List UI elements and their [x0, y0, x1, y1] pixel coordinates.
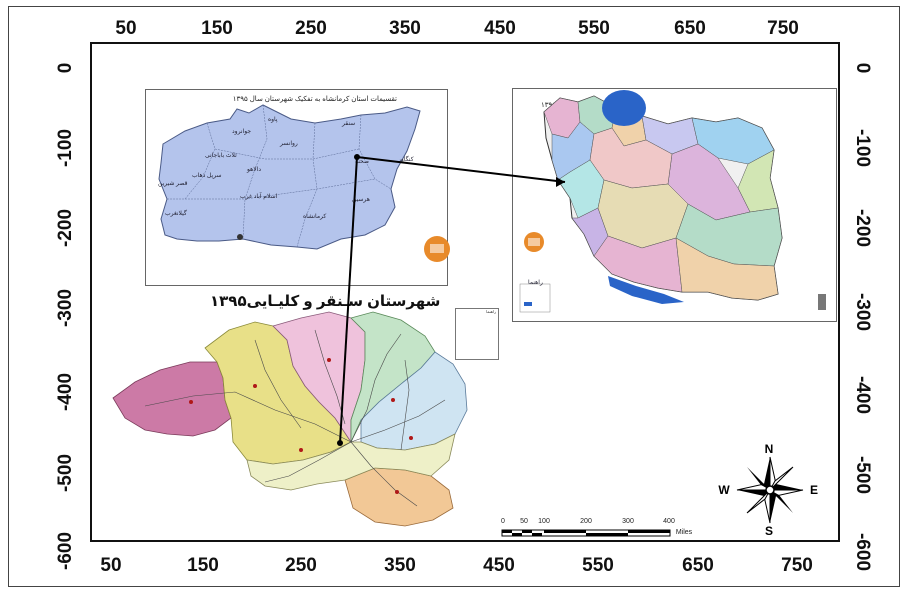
- scale-bar-segment: [544, 530, 586, 533]
- settlement-marker: [327, 358, 331, 362]
- place-label: روانسر: [280, 141, 298, 147]
- road: [350, 333, 402, 443]
- county-legend: راهنما: [455, 308, 499, 360]
- place-label: سنقر: [342, 121, 356, 127]
- x-tick-top: 450: [484, 18, 516, 39]
- connector-line: [339, 156, 358, 444]
- compass-south-label: S: [764, 524, 774, 538]
- scale-label: 400: [663, 518, 675, 525]
- compass-east-label: E: [809, 483, 819, 497]
- x-tick-top: 150: [201, 18, 233, 39]
- iran-logo: [528, 238, 540, 246]
- persian-gulf: [608, 276, 684, 304]
- iran-legend-swatch: [524, 302, 532, 306]
- road: [144, 391, 352, 443]
- place-label: اسلام آباد غرب: [240, 194, 278, 200]
- county-boundary: [214, 148, 360, 160]
- place-label: صحنه: [355, 159, 369, 165]
- x-tick-bottom: 450: [483, 555, 515, 576]
- x-tick-bottom: 50: [100, 555, 122, 576]
- road: [264, 441, 352, 483]
- county-boundary: [242, 104, 268, 240]
- scale-bar-segment: [586, 533, 628, 536]
- scale-bar-segment: [502, 530, 512, 533]
- x-tick-top: 350: [389, 18, 421, 39]
- x-tick-top: 550: [578, 18, 610, 39]
- place-label: هرسین: [352, 197, 370, 203]
- county-boundary: [358, 114, 392, 190]
- iran-map: [519, 90, 826, 313]
- place-label: سرپل ذهاب: [192, 173, 222, 179]
- iran-legend: [519, 283, 551, 313]
- road: [350, 399, 446, 443]
- county-map: [112, 311, 468, 527]
- province-map: [158, 104, 450, 262]
- scale-unit: Miles: [675, 529, 693, 536]
- road: [350, 441, 418, 507]
- province-logo: [430, 244, 444, 253]
- county-district: [246, 433, 456, 491]
- county-legend-title: راهنما: [486, 309, 496, 314]
- x-tick-bottom: 650: [682, 555, 714, 576]
- x-tick-bottom: 550: [582, 555, 614, 576]
- scale-label: 100: [538, 518, 550, 525]
- county-boundary: [167, 122, 216, 200]
- x-tick-top: 750: [767, 18, 799, 39]
- scale-label: 50: [520, 518, 528, 525]
- compass-west-label: W: [718, 483, 730, 497]
- scale-bar-segment: [532, 533, 542, 536]
- settlement-marker: [409, 436, 413, 440]
- scale-label: 200: [580, 518, 592, 525]
- county-boundary: [185, 178, 376, 200]
- settlement-marker: [395, 490, 399, 494]
- connector-node: [337, 440, 343, 446]
- place-label: قصر شیرین: [158, 181, 188, 187]
- place-label: دالاهو: [247, 167, 262, 173]
- road: [400, 359, 410, 451]
- scale-bar-segment: [522, 530, 532, 533]
- scale-bar: [501, 529, 671, 537]
- compass-rose-icon: [736, 456, 804, 524]
- iran-legend-title: راهنما: [528, 280, 543, 286]
- connector-arrowhead: [556, 177, 565, 187]
- province-shape: [158, 104, 421, 250]
- x-tick-bottom: 250: [285, 555, 317, 576]
- place-label: گیلانغرب: [165, 211, 187, 217]
- compass-north-label: N: [764, 442, 774, 456]
- connector-node: [354, 154, 360, 160]
- province-inset-title: تقسیمات استان کرمانشاه به تفکیک شهرستان …: [232, 96, 397, 103]
- x-tick-top: 250: [295, 18, 327, 39]
- county-map-title: شهرستان سـنقر و کلیـایی۱۳۹۵: [210, 293, 441, 310]
- connector-line: [356, 156, 566, 183]
- caspian-sea: [602, 90, 646, 126]
- road: [254, 339, 302, 429]
- scale-bar-segment: [628, 530, 670, 533]
- north-arrow: [818, 294, 826, 310]
- x-tick-bottom: 150: [187, 555, 219, 576]
- iran-province: [675, 237, 779, 301]
- settlement-marker: [391, 398, 395, 402]
- north-arrow: [237, 234, 243, 240]
- scale-label: 0: [501, 518, 505, 525]
- x-tick-bottom: 350: [384, 555, 416, 576]
- place-label: جوانرود: [232, 129, 252, 135]
- place-label: پاوه: [268, 117, 278, 123]
- settlement-marker: [189, 400, 193, 404]
- x-tick-top: 650: [674, 18, 706, 39]
- place-label: ثلاث باباجانی: [205, 153, 237, 159]
- x-tick-bottom: 750: [781, 555, 813, 576]
- settlement-marker: [253, 384, 257, 388]
- scale-label: 300: [622, 518, 634, 525]
- place-label: کرمانشاه: [303, 214, 327, 220]
- place-label: کنگاور: [398, 157, 414, 163]
- scale-bar-segment: [512, 533, 522, 536]
- x-tick-top: 50: [115, 18, 137, 39]
- settlement-marker: [299, 448, 303, 452]
- outer-frame: [8, 6, 900, 587]
